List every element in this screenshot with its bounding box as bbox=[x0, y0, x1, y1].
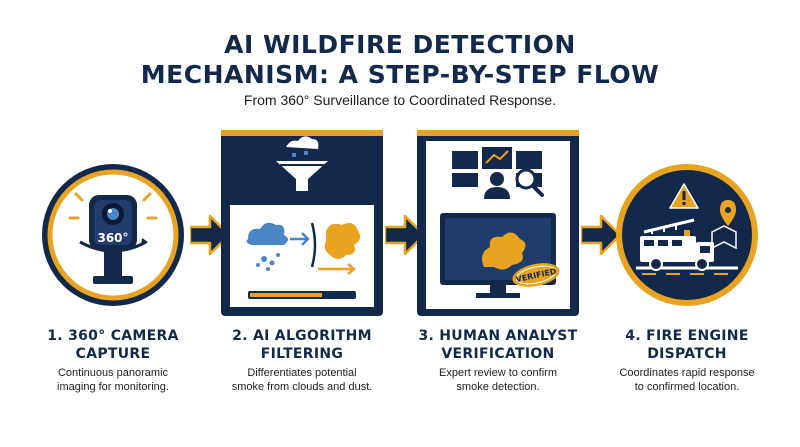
step-1-camera-illustration: 360° bbox=[42, 164, 184, 306]
title-line-2: MECHANISM: A STEP-BY-STEP FLOW bbox=[140, 60, 660, 89]
title-line-1: AI WILDFIRE DETECTION bbox=[224, 30, 576, 59]
smoke-icon bbox=[324, 223, 361, 259]
map-pin-icon bbox=[711, 200, 737, 250]
camera-badge: 360° bbox=[97, 231, 128, 245]
cloud-icon bbox=[246, 222, 288, 271]
fire-engine-icon bbox=[640, 218, 714, 271]
verified-stamp-icon: VERIFIED bbox=[512, 263, 560, 287]
magnifier-icon bbox=[515, 168, 544, 197]
funnel-icon bbox=[276, 136, 328, 191]
step-4-description: Coordinates rapid response to confirmed … bbox=[619, 367, 755, 393]
flow-arrow-1 bbox=[190, 214, 230, 256]
step-2-description: Differentiates potential smoke from clou… bbox=[231, 367, 373, 393]
flow-arrow-3 bbox=[581, 214, 621, 256]
camera-icon bbox=[68, 192, 158, 284]
step-1-title: 1. 360° CAMERA CAPTURE bbox=[47, 328, 179, 362]
warning-icon bbox=[669, 183, 699, 209]
step-3-description: Expert review to confirm smoke detection… bbox=[439, 367, 557, 393]
step-3-analyst-illustration: VERIFIED bbox=[417, 130, 579, 316]
step-4-dispatch-illustration bbox=[616, 164, 758, 306]
step-2-title: 2. AI ALGORITHM FILTERING bbox=[232, 328, 372, 362]
step-2-ai-filter-illustration bbox=[221, 130, 383, 316]
flow-arrow-2 bbox=[385, 214, 425, 256]
step-1-description: Continuous panoramic imaging for monitor… bbox=[57, 367, 169, 393]
step-4-title: 4. FIRE ENGINE DISPATCH bbox=[625, 328, 749, 362]
analyst-icon bbox=[484, 172, 510, 199]
page-title: AI WILDFIRE DETECTION MECHANISM: A STEP-… bbox=[0, 30, 800, 90]
step-3-title: 3. HUMAN ANALYST VERIFICATION bbox=[418, 328, 578, 362]
page-subtitle: From 360° Surveillance to Coordinated Re… bbox=[243, 92, 557, 108]
